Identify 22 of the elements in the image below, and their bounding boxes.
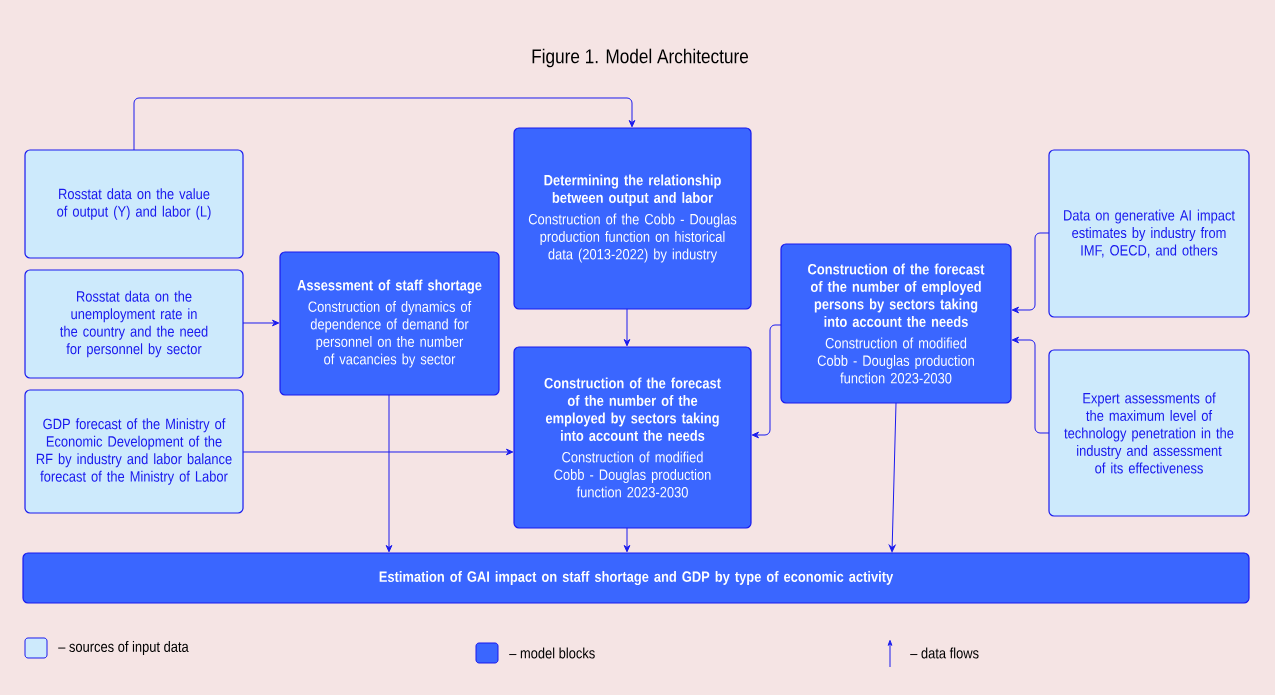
data-source-box: Rosstat data on the value of output (Y) and labor (L) xyxy=(24,149,244,259)
model-block: Determining the relationship between output and labor Construction of the Cobb - Douglas production function on historical data (2013-2022) by industry xyxy=(513,127,752,310)
result-block: Estimation of GAI impact on staff shortage and GDP by type of economic activity xyxy=(22,552,1250,604)
legend-label: – sources of input data xyxy=(58,641,189,655)
arrow xyxy=(242,448,514,456)
arrow xyxy=(888,402,897,553)
title: Figure 1. Model Architecture xyxy=(532,48,749,68)
arrow xyxy=(751,324,782,439)
data-source-box: Rosstat data on the unemployment rate in the country and the need for personnel by sector xyxy=(24,269,244,379)
model-block: Assessment of staff shortage Construction of dynamics of dependence of demand for personnel on the number of vacancies by sector xyxy=(279,251,500,396)
arrow xyxy=(242,319,280,327)
legend-label: – model blocks xyxy=(509,647,595,659)
data-source-box: Data on generative AI impact estimates by industry from IMF, OECD, and others xyxy=(1048,149,1250,318)
legend-label: – data flows xyxy=(910,647,979,659)
arrow xyxy=(623,527,631,553)
model-block: Construction of the forecast of the number of the employed by sectors taking into account the needs Construction of modified Cobb - Douglas production function 2023-2030 xyxy=(513,346,752,529)
arrow xyxy=(385,394,393,553)
model-block: Construction of the forecast of the number of employed persons by sectors taking into account the needs Construction of modified Cobb - Douglas production function 2023-2030 xyxy=(780,243,1012,404)
arrow xyxy=(623,308,631,347)
data-source-box: GDP forecast of the Ministry of Economic Development of the RF by industry and labor balance forecast of the Ministry of Labor xyxy=(24,389,244,514)
arrow xyxy=(133,97,636,151)
data-source-box: Expert assessments of the maximum level of technology penetration in the industry and assessment of its effectiveness xyxy=(1048,349,1250,517)
